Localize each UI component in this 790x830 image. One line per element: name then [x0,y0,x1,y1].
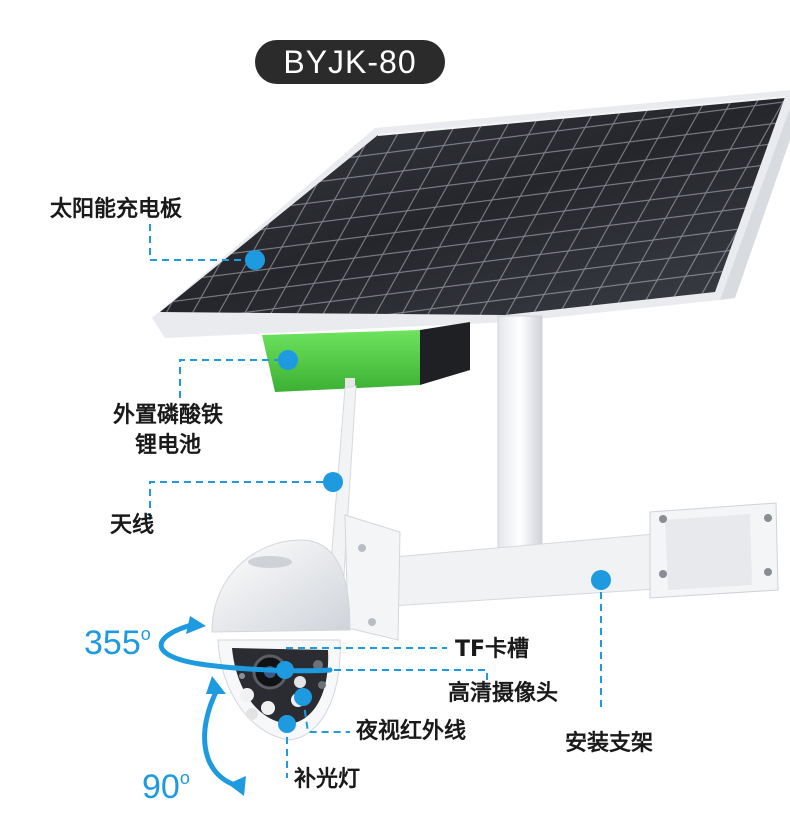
battery-box [262,322,470,392]
battery-label-line2: 锂电池 [134,433,201,458]
hd-camera-label: 高清摄像头 [448,681,559,706]
battery-leader [179,359,288,398]
night-ir-label: 夜视红外线 [356,719,467,744]
tilt-angle-value: 90 [142,768,180,806]
solar-panel-leader [149,224,255,261]
tilt-angle: 90o [142,768,190,807]
ptz-camera [211,539,351,741]
mounting-bracket [359,315,779,609]
pan-rotation-arrow [158,616,333,674]
battery-dot [278,350,298,370]
pan-degree-symbol: o [140,624,151,644]
fill-light-label: 补光灯 [294,767,361,792]
model-badge: BYJK-80 [255,40,445,84]
pan-angle-value: 355 [84,624,141,662]
hd-camera-leader [286,669,488,688]
hd-camera-dot [276,661,294,679]
battery-label-line1: 外置磷酸铁 [112,403,223,428]
night-ir-dot [294,688,312,706]
bracket-dot [591,570,611,590]
antenna-label: 天线 [110,513,155,538]
tilt-rotation-arrow [202,676,246,796]
night-ir-leader [302,697,350,733]
callout-dots [245,250,611,733]
fill-light-dot [278,715,296,733]
bracket-label: 安装支架 [565,731,654,756]
pan-angle: 355o [84,624,151,663]
antenna-dot [323,472,343,492]
tilt-degree-symbol: o [179,768,190,788]
solar-panel [152,90,790,338]
solar-panel-label: 太阳能充电板 [50,197,183,222]
antenna-leader [149,481,333,520]
tf-slot-label: TF卡槽 [455,637,530,662]
camera-mount [344,514,401,641]
callout-lines [149,224,602,778]
solar-panel-dot [245,250,265,270]
